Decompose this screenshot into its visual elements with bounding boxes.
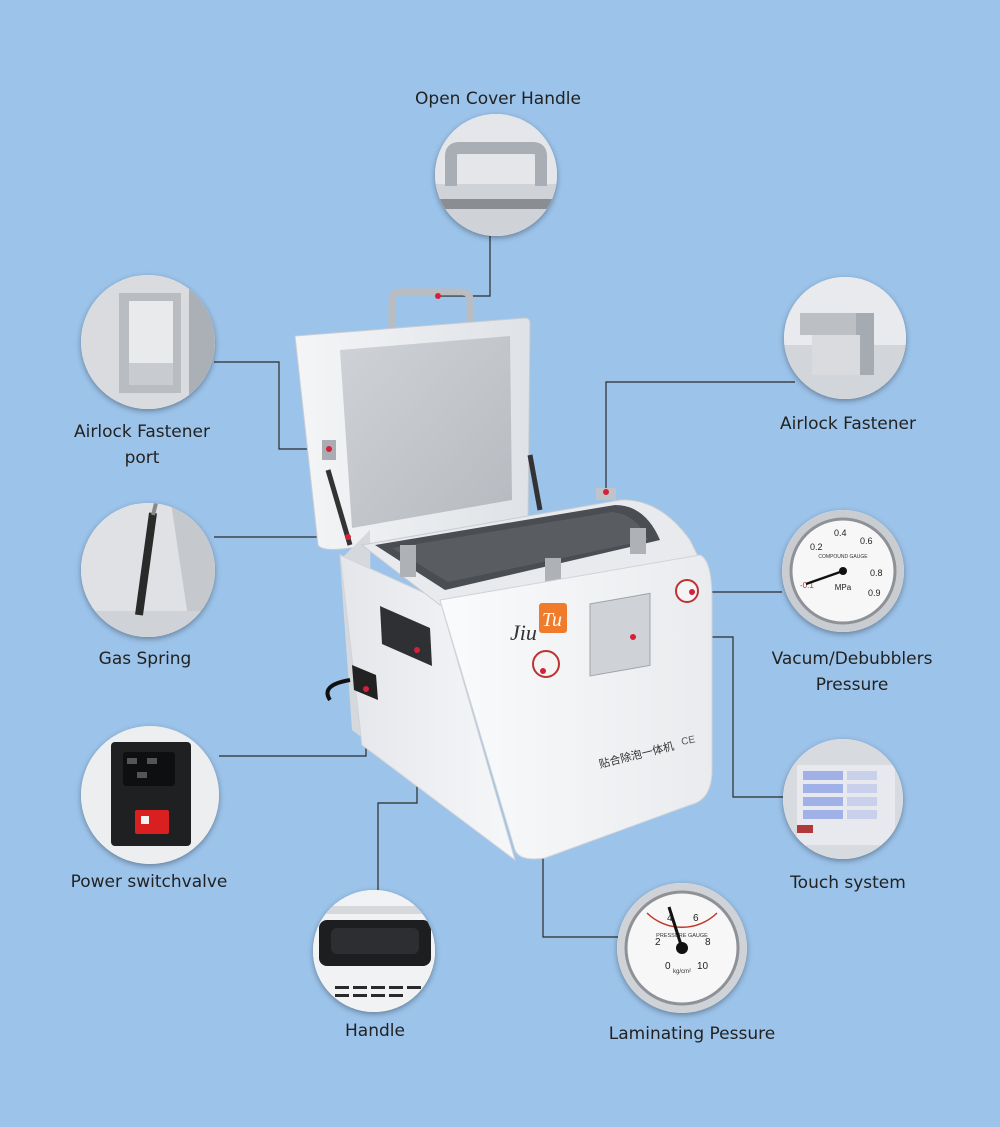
vacuum-tick-4: 0.6 <box>860 536 873 546</box>
zoom-open-cover-handle <box>435 114 557 236</box>
laminating-gauge-small <box>532 650 560 678</box>
lam-tick-4: 6 <box>693 913 699 924</box>
brand-logo-b: Tu <box>542 609 562 631</box>
lam-caption: PRESSURE GAUGE <box>656 933 708 939</box>
brand-logo-a: Jiu <box>510 620 537 645</box>
lam-tick-3: 4 <box>667 913 673 924</box>
power-cable <box>325 678 351 702</box>
zoom-touch-system <box>783 739 903 859</box>
point-airlock-fastener <box>603 489 609 495</box>
label-vacuum-line2: Pressure <box>815 675 889 695</box>
label-airlock-port-line2: port <box>124 448 160 468</box>
vacuum-tick-3: 0.4 <box>834 528 847 538</box>
vacuum-tick-2: 0.2 <box>810 542 823 552</box>
zoom-gas-spring <box>81 503 215 637</box>
touch-row-3-value <box>847 797 877 806</box>
touch-row-1-value <box>847 771 877 780</box>
point-power <box>363 686 369 692</box>
lam-unit: kg/cm² <box>673 969 691 975</box>
brand-logo-badge <box>539 603 567 633</box>
zoom-laminating-gauge: 0 2 4 6 8 10 PRESSURE GAUGE kg/cm² <box>617 883 747 1013</box>
zoom-airlock-fastener-port <box>81 275 215 409</box>
touch-row-4-value <box>847 810 877 819</box>
vacuum-caption: COMPOUND GAUGE <box>818 554 868 560</box>
line-open-cover-handle <box>438 235 491 297</box>
lam-tick-6: 10 <box>697 961 709 972</box>
lam-tick-5: 8 <box>705 937 711 948</box>
power-socket-area <box>352 665 378 700</box>
lam-tick-2: 2 <box>655 937 661 948</box>
zoom-handle <box>313 890 435 1012</box>
label-airlock-fastener: Airlock Fastener <box>780 414 916 434</box>
touch-screen-panel <box>589 592 651 677</box>
zoom-power-switch <box>81 726 219 864</box>
label-touch-system: Touch system <box>790 873 906 893</box>
vacuum-gauge-small <box>675 579 699 603</box>
gas-spring-right <box>527 454 543 511</box>
point-airlock-port <box>326 446 332 452</box>
point-open-cover-handle <box>435 293 441 299</box>
chamber-plate <box>392 512 648 582</box>
point-handle <box>414 647 420 653</box>
label-open-cover-handle: Open Cover Handle <box>415 89 581 109</box>
clamp-1 <box>400 545 416 577</box>
gas-spring-left <box>325 469 353 546</box>
touch-row-2-value <box>847 784 877 793</box>
vacuum-tick-6: 0.9 <box>868 588 881 598</box>
laminating-machine: Jiu Tu 贴合除泡一体机 CE <box>294 288 713 862</box>
label-laminating: Laminating Pessure <box>608 1024 776 1044</box>
vacuum-tick-1: -0.1 <box>800 581 814 590</box>
lam-tick-1: 0 <box>665 961 671 972</box>
ce-mark: CE <box>680 734 696 748</box>
label-vacuum-line1: Vacum/Debubblers <box>771 649 933 669</box>
lid-inner-panel <box>340 336 512 528</box>
label-airlock-fastener-port: Airlock Fastener port <box>42 419 242 471</box>
line-airlock-fastener-port <box>214 361 329 450</box>
zoom-airlock-fastener <box>784 277 906 399</box>
point-touch <box>630 634 636 640</box>
zoom-vacuum-gauge: -0.1 0.2 0.4 0.6 0.8 0.9 COMPOUND GAUGE … <box>782 510 904 632</box>
label-gas-spring: Gas Spring <box>98 649 192 669</box>
point-gas-spring <box>345 534 351 540</box>
clamp-3 <box>630 528 646 554</box>
label-airlock-port-line1: Airlock Fastener <box>74 422 210 442</box>
label-vacuum: Vacum/Debubblers Pressure <box>752 646 952 698</box>
point-vacuum <box>689 589 695 595</box>
vacuum-unit: MPa <box>835 583 852 592</box>
label-handle: Handle <box>345 1021 405 1041</box>
line-airlock-fastener <box>605 381 795 492</box>
label-power-switch: Power switchvalve <box>70 872 228 892</box>
point-laminating <box>540 668 546 674</box>
vacuum-tick-5: 0.8 <box>870 568 883 578</box>
cover-handle <box>388 288 474 330</box>
